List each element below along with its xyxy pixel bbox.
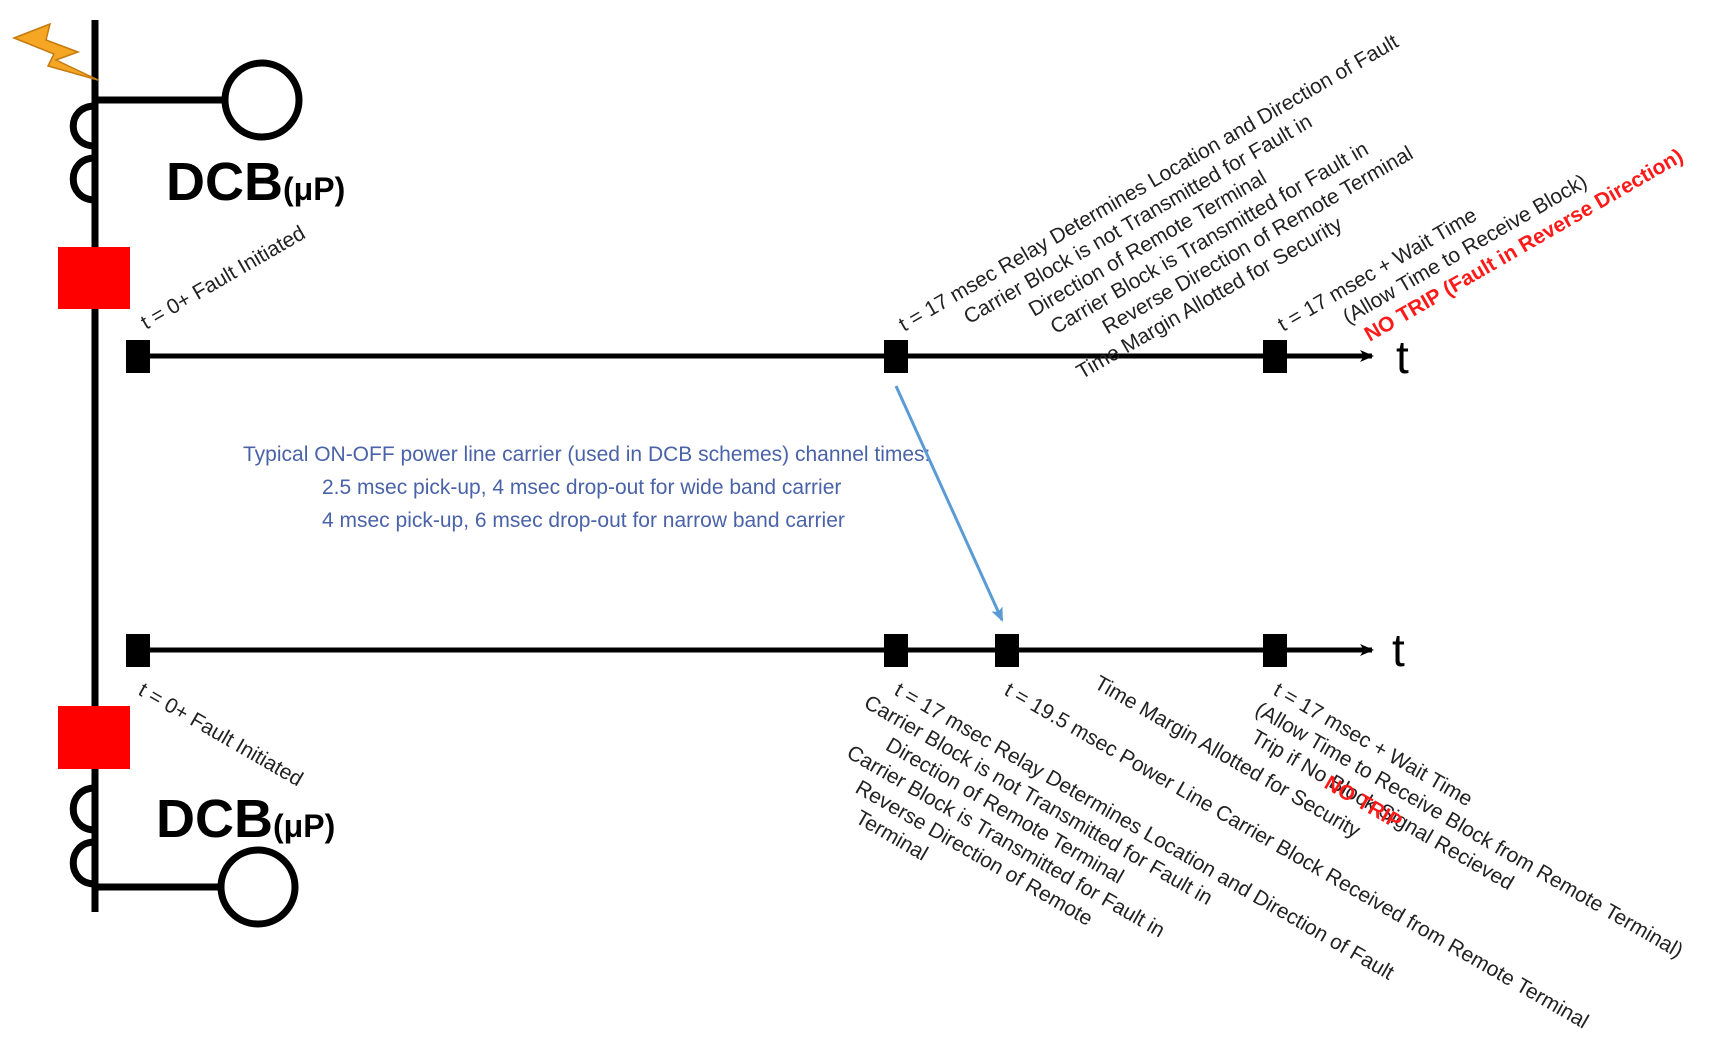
bottom-current-transformer [69, 784, 96, 888]
lightning-bolt-icon [11, 22, 99, 81]
channel-note-line-1: Typical ON-OFF power line carrier (used … [243, 443, 930, 466]
top-tick-fault [126, 340, 150, 373]
bottom-fault-initiated-label: t = 0+ Fault Initiated [135, 678, 307, 791]
bottom-tick-relay [884, 634, 908, 667]
top-relay-circle [221, 59, 303, 141]
top-current-transformer [69, 102, 96, 204]
bottom-tick-wait [1263, 634, 1287, 667]
channel-note-line-2: 2.5 msec pick-up, 4 msec drop-out for wi… [322, 476, 841, 499]
bottom-breaker [58, 706, 130, 769]
svg-text:(Allow Time to Receive Block): (Allow Time to Receive Block) [1339, 170, 1591, 329]
bottom-relay-label: DCB(μP) [156, 789, 335, 849]
carrier-delay-arrow [894, 385, 1004, 622]
top-tick-wait [1263, 340, 1287, 373]
top-wait-label-block: t = 17 msec + Wait Time (Allow Time to R… [1274, 145, 1687, 347]
top-fault-initiated-label: t = 0+ Fault Initiated [137, 222, 309, 335]
top-tick-relay [884, 340, 908, 373]
channel-note-line-3: 4 msec pick-up, 6 msec drop-out for narr… [322, 509, 845, 532]
bottom-axis-label: t [1392, 624, 1405, 676]
bottom-tick-fault [126, 634, 150, 667]
bottom-relay-circle [217, 846, 299, 928]
top-axis-label: t [1396, 331, 1409, 383]
top-relay-label-block: t = 17 msec Relay Determines Location an… [895, 30, 1417, 384]
top-relay-label: DCB(μP) [166, 152, 345, 212]
top-breaker [58, 247, 130, 309]
bottom-tick-carrier [995, 634, 1019, 667]
